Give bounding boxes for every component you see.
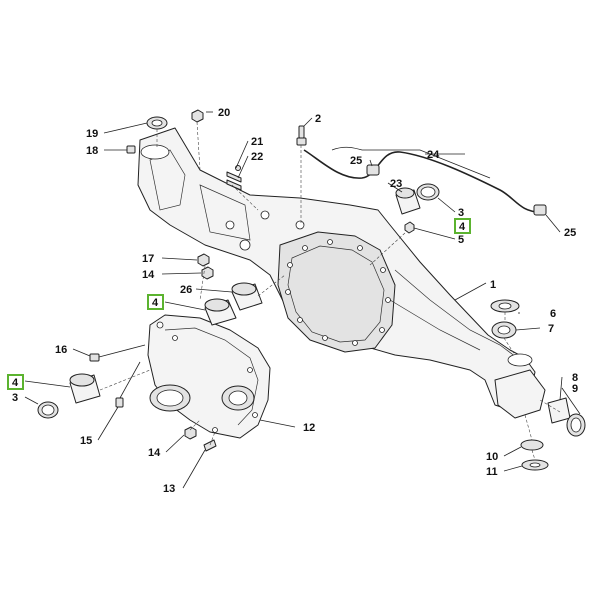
callout-14-top: 14 [142, 269, 155, 281]
callout-2: 2 [315, 113, 321, 125]
callout-18: 18 [86, 145, 98, 157]
callout-3-right: 3 [458, 207, 464, 219]
callout-24: 24 [427, 149, 440, 161]
callout-8: 8 [572, 372, 578, 384]
axle-housing [137, 127, 546, 419]
callout-10: 10 [486, 451, 498, 463]
callout-3-left: 3 [12, 392, 18, 404]
callout-14-bottom: 14 [148, 447, 161, 459]
leader-lines [24, 111, 581, 489]
highlight-box-4-left [7, 374, 24, 390]
differential-cover [147, 314, 271, 439]
callout-15: 15 [80, 435, 92, 447]
callout-25-top: 25 [350, 155, 362, 167]
callout-5: 5 [458, 234, 464, 246]
callout-23: 23 [390, 178, 402, 190]
callout-16: 16 [55, 344, 67, 356]
callout-22: 22 [251, 151, 263, 163]
callout-17: 17 [142, 253, 154, 265]
callout-21: 21 [251, 136, 263, 148]
callout-9: 9 [572, 383, 578, 395]
callout-labels: 1 2 3 3 4 4 4 5 6 7 8 9 10 11 12 13 14 1… [12, 107, 578, 495]
callout-11: 11 [486, 466, 498, 478]
callout-4-top: 4 [459, 221, 466, 233]
assembly-lines [99, 121, 561, 461]
callout-26: 26 [180, 284, 192, 296]
callout-6: 6 [550, 308, 556, 320]
callout-7: 7 [548, 323, 554, 335]
highlight-box-4-middle [147, 294, 164, 310]
callout-4-left: 4 [12, 377, 19, 389]
callout-19: 19 [86, 128, 98, 140]
callout-12: 12 [303, 422, 315, 434]
small-parts [37, 109, 586, 471]
callout-25-right: 25 [564, 227, 576, 239]
callout-20: 20 [218, 107, 230, 119]
callout-1: 1 [490, 279, 496, 291]
callout-13: 13 [163, 483, 175, 495]
callout-4-middle: 4 [152, 297, 159, 309]
highlight-box-4-top [454, 218, 471, 234]
